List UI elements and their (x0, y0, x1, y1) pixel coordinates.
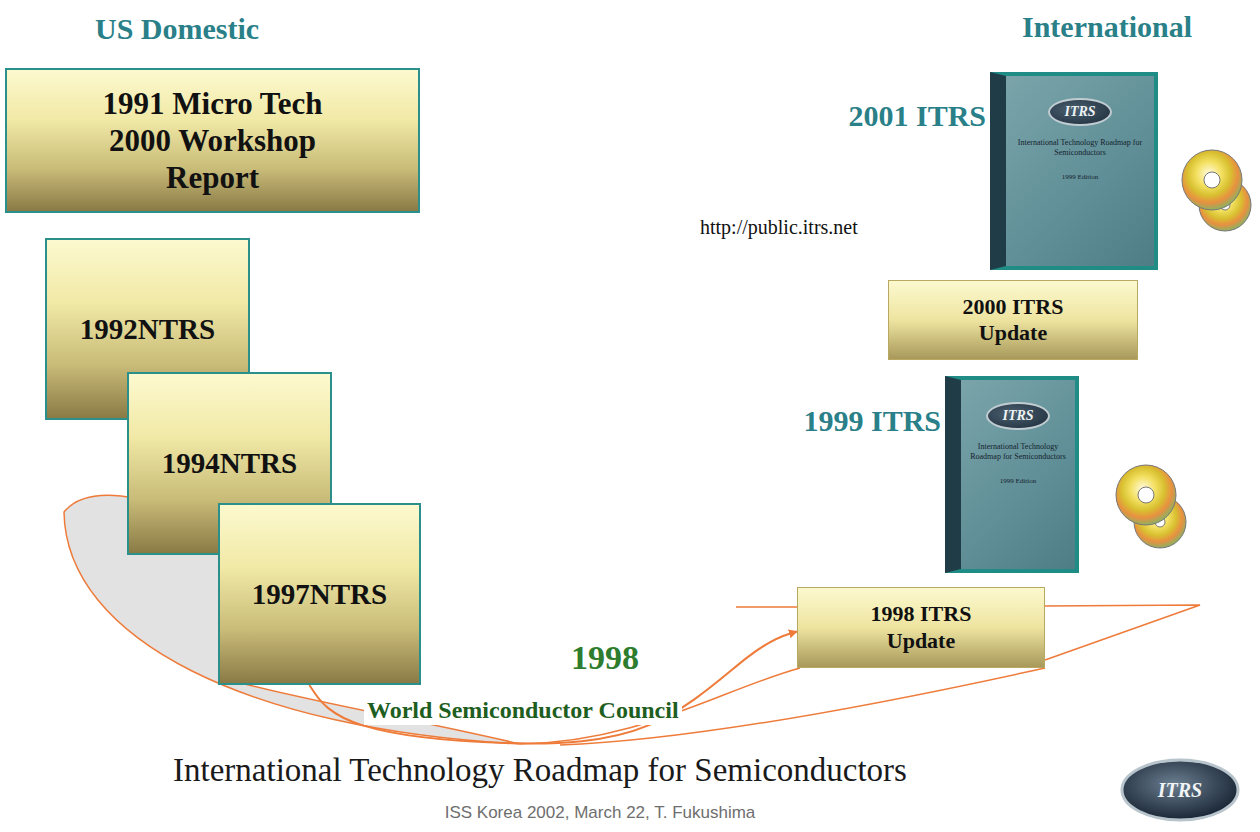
region-heading: US Domestic (95, 12, 259, 47)
box-text: 1998 ITRS Update (846, 601, 996, 654)
book-heading: 2001 ITRS (848, 99, 986, 133)
cover-edition: 1999 Edition (1062, 173, 1098, 181)
box-text: 2000 ITRS Update (938, 294, 1088, 347)
roadmap-book: 2001 ITRSITRSInternational Technology Ro… (990, 72, 1158, 270)
cover-logo: ITRS (986, 402, 1049, 430)
box-text: 1997NTRS (252, 577, 387, 612)
itrs-logo (1122, 760, 1238, 820)
cover-title: International Technology Roadmap for Sem… (969, 442, 1067, 463)
update-box: 2000 ITRS Update (888, 280, 1138, 360)
cd-icon (1182, 150, 1251, 231)
cd-icon (1116, 465, 1186, 548)
cover-title: International Technology Roadmap for Sem… (1014, 138, 1146, 159)
region-heading: International (1022, 10, 1192, 45)
update-box: 1998 ITRS Update (797, 587, 1045, 668)
book-heading: 1999 ITRS (803, 404, 941, 438)
roadmap-book: 1999 ITRSITRSInternational Technology Ro… (945, 376, 1079, 573)
roadmap-box: 1997NTRS (218, 503, 421, 685)
logo-text: ITRS (1158, 779, 1202, 802)
url-text: http://public.itrs.net (700, 216, 858, 239)
year-label: 1998 (568, 638, 642, 677)
box-text: 1992NTRS (80, 312, 215, 347)
cover-logo: ITRS (1048, 98, 1111, 126)
box-text: 1994NTRS (162, 446, 297, 481)
workshop-report-box: 1991 Micro Tech 2000 Workshop Report (5, 68, 420, 213)
box-text: 1991 Micro Tech 2000 Workshop Report (83, 85, 343, 197)
slide-title: International Technology Roadmap for Sem… (173, 752, 907, 790)
slide-caption: ISS Korea 2002, March 22, T. Fukushima (445, 803, 756, 823)
council-label: World Semiconductor Council (364, 697, 682, 725)
cover-edition: 1999 Edition (1000, 477, 1036, 485)
